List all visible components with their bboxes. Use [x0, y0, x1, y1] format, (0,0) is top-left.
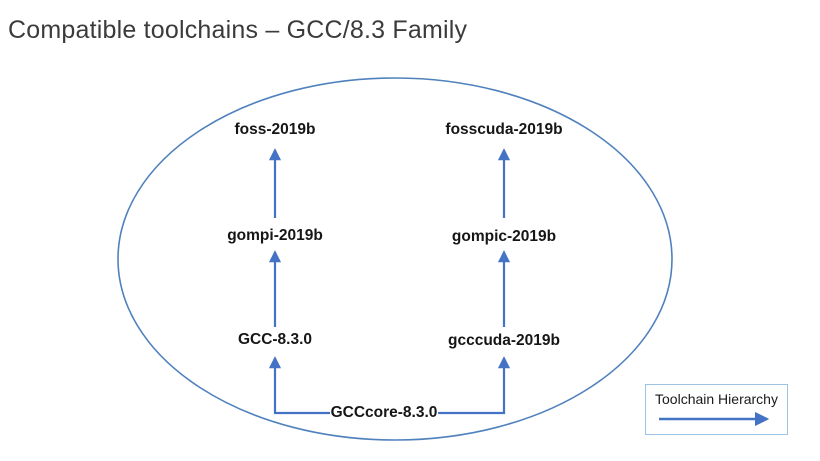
node-gompic-2019b: gompic-2019b: [451, 228, 557, 245]
legend-label: Toolchain Hierarchy: [655, 391, 778, 407]
arrow-gcccore-to-gcccuda: [438, 356, 511, 415]
node-foss-2019b: foss-2019b: [234, 121, 316, 138]
slide-title: Compatible toolchains – GCC/8.3 Family: [8, 16, 468, 44]
legend-box: Toolchain Hierarchy: [645, 384, 788, 435]
node-gompi-2019b: gompi-2019b: [227, 227, 323, 244]
family-ellipse: [117, 77, 673, 441]
node-gcccuda-2019b: gcccuda-2019b: [448, 332, 560, 349]
node-fosscuda-2019b: fosscuda-2019b: [445, 121, 563, 138]
arrow-gcccore-to-gcc: [268, 356, 330, 415]
node-gcccore-8.3.0: GCCcore-8.3.0: [330, 404, 438, 421]
hierarchy-direction-arrow-icon: [658, 411, 769, 427]
node-gcc-8.3.0: GCC-8.3.0: [237, 331, 313, 348]
